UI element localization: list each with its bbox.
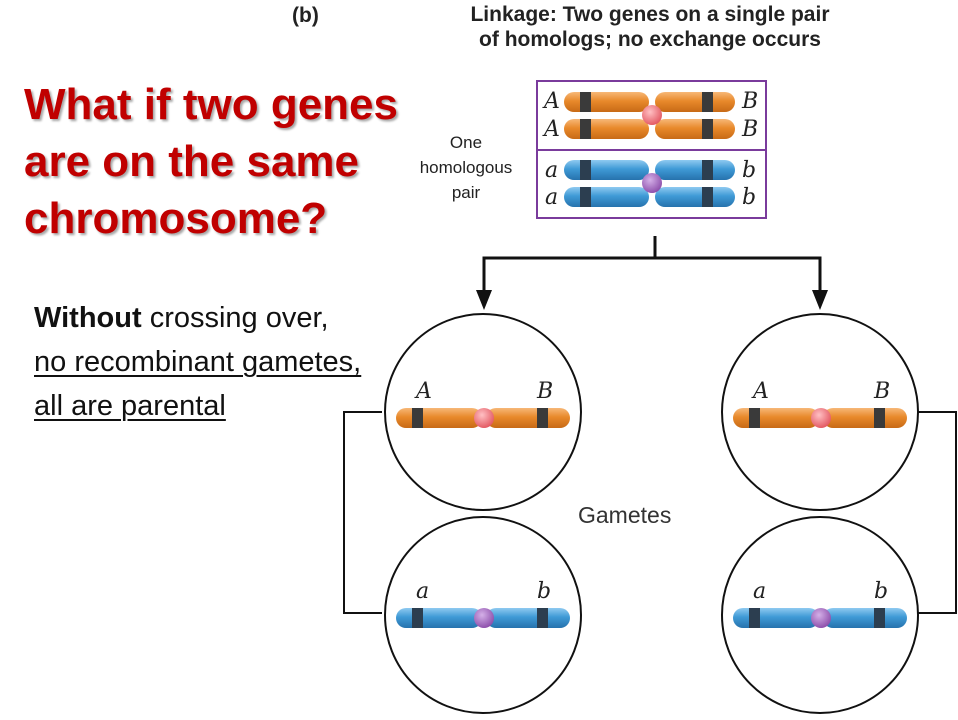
allele-label: b [742,158,756,183]
pair-label-line-3: pair [451,183,481,202]
allele-label: B [873,379,890,404]
allele-label: A [542,117,560,142]
centromere-blue [642,173,662,193]
gamete-chromosome-A-B [733,408,907,428]
pair-label-line-1: One [449,133,483,152]
gamete-chromosome-a-b [733,608,907,628]
caption-line-2: of homologs; no exchange occurs [479,28,821,51]
homologous-pair-label: One homologous pair [404,130,528,205]
allele-label: b [874,579,888,604]
chromosome-a-b-upper [564,160,735,180]
gamete-chromosome-A-B [396,408,570,428]
slide-headline: What if two genes are on the same chromo… [24,76,444,247]
centromere-orange [642,105,662,125]
headline-line-2: are on the same [24,137,360,186]
allele-label: A [751,379,769,404]
allele-label: B [741,89,758,114]
allele-label: a [545,158,558,183]
allele-label: B [536,379,553,404]
body-text: Without crossing over, no recombinant ga… [34,296,364,428]
headline-line-3: chromosome? [24,194,328,243]
gamete-chromosome-a-b [396,608,570,628]
allele-label: A [414,379,432,404]
panel-label: (b) [292,4,319,27]
chromosome-A-B-lower [564,119,735,139]
gametes-label: Gametes [578,502,672,528]
allele-label: a [545,185,558,210]
chromosome-a-b-lower [564,187,735,207]
allele-label: A [542,89,560,114]
allele-label: a [753,579,766,604]
bracket-right [918,411,957,614]
body-bold: Without [34,302,142,334]
allele-label: b [537,579,551,604]
chromosome-A-B-upper [564,92,735,112]
allele-label: a [416,579,429,604]
bracket-left [343,411,382,614]
pair-label-line-2: homologous [419,158,513,177]
headline-line-1: What if two genes [24,80,398,129]
arrowhead-right [812,290,828,310]
allele-label: B [741,117,758,142]
allele-label: b [742,185,756,210]
body-underlined: no recombinant gametes, all are parental [34,346,362,422]
body-plain: crossing over, [141,302,329,334]
figure-caption: Linkage: Two genes on a single pair of h… [410,2,890,52]
caption-line-1: Linkage: Two genes on a single pair [470,3,830,26]
arrowhead-left [476,290,492,310]
division-arrows [482,236,822,306]
